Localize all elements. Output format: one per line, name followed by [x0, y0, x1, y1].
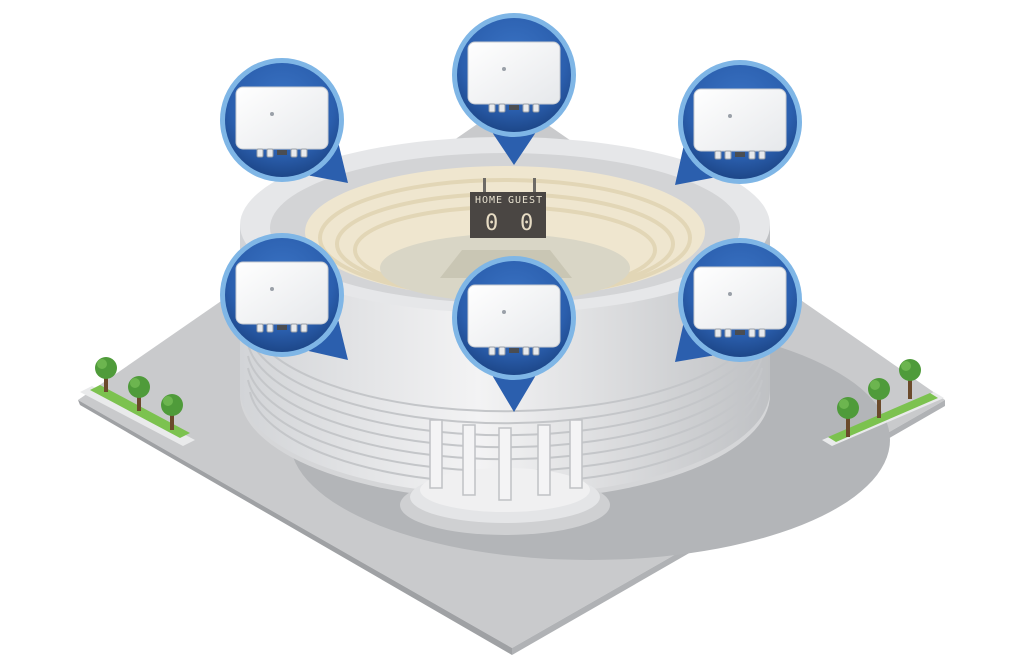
access-point-pin: [452, 13, 576, 165]
access-point-pin: [675, 238, 802, 362]
scoreboard: HOME GUEST 0 0: [470, 178, 546, 238]
tree: [95, 357, 117, 392]
access-point-pins: [220, 13, 802, 412]
tree: [899, 359, 921, 399]
columns: [429, 419, 583, 501]
tree: [868, 378, 890, 418]
wifi-access-point-icon: [235, 261, 329, 333]
wifi-access-point-icon: [693, 266, 787, 338]
wifi-access-point-icon: [467, 41, 561, 113]
access-point-pin: [220, 233, 348, 360]
wifi-access-point-icon: [467, 284, 561, 356]
scoreboard-guest-label: GUEST: [508, 195, 543, 206]
wifi-access-point-icon: [693, 88, 787, 160]
access-point-pin: [675, 60, 802, 185]
scoreboard-home-label: HOME: [475, 195, 503, 206]
wifi-access-point-icon: [235, 86, 329, 158]
access-point-pin: [220, 58, 348, 183]
scoreboard-guest-score: 0: [520, 211, 533, 236]
right-tree-planter: [822, 359, 944, 446]
scoreboard-home-score: 0: [485, 211, 498, 236]
access-point-pin: [452, 256, 576, 412]
tree: [161, 394, 183, 430]
left-tree-planter: [80, 357, 195, 446]
tree: [837, 397, 859, 437]
tree: [128, 376, 150, 411]
